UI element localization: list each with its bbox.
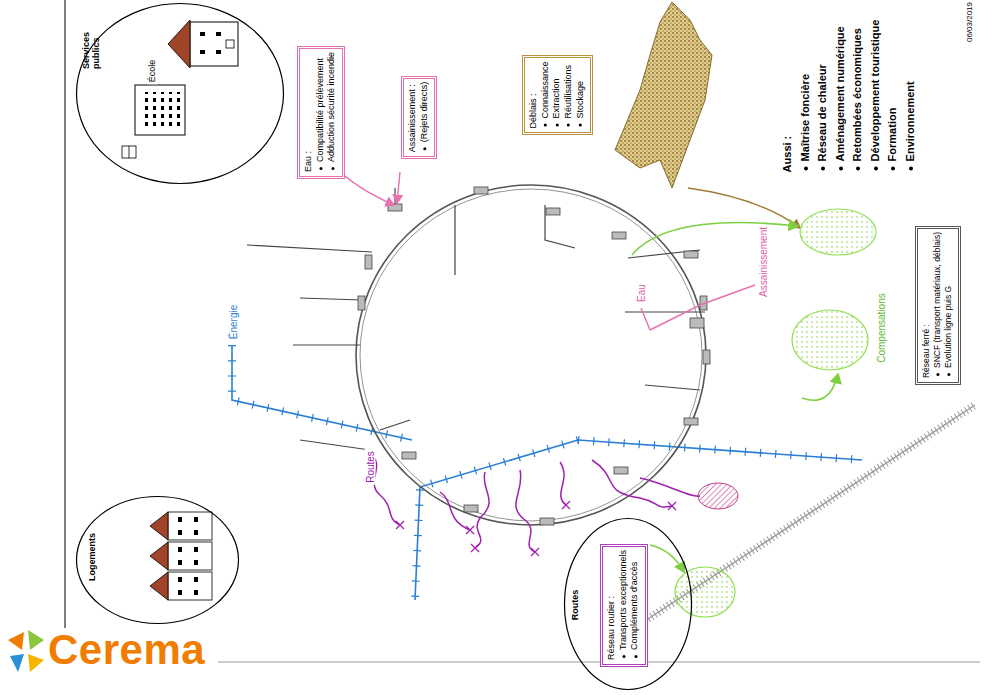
list-item: Extraction bbox=[551, 61, 563, 128]
date-stamp: 06/03/2019 bbox=[965, 0, 974, 44]
list-text: Adduction sécurité incendie bbox=[327, 52, 339, 162]
list-item: Développement touristique bbox=[867, 20, 885, 173]
group-title: Logements bbox=[87, 533, 97, 581]
text-rotator: Assainissement bbox=[758, 225, 769, 299]
text-rotator: 06/03/2019 bbox=[965, 0, 974, 44]
list-item: Transports exceptionnels bbox=[618, 550, 630, 660]
ellipse-outline bbox=[75, 2, 285, 185]
list-item: Connaissance bbox=[539, 61, 551, 128]
bullet-dot bbox=[839, 166, 843, 170]
list-item: Réseau de chaleur bbox=[814, 20, 832, 173]
bullet-dot bbox=[821, 166, 825, 170]
box-heading: Eau : bbox=[303, 52, 315, 172]
bullet-dot bbox=[891, 166, 895, 170]
theme-label: Eau bbox=[636, 282, 647, 304]
bullet-dot bbox=[948, 373, 951, 376]
text-rotator: Déblais :ConnaissanceExtractionRéutilisa… bbox=[528, 61, 586, 128]
list-text: Extraction bbox=[551, 78, 563, 118]
list-item: Stockage bbox=[575, 61, 587, 128]
box-heading: Assainissement : bbox=[407, 82, 419, 153]
bullet-dot bbox=[856, 166, 860, 170]
list-box: Réseau ferré :SNCF (transport matériaux,… bbox=[915, 226, 961, 385]
bullet-dot bbox=[622, 655, 625, 658]
list-item: Compléments d'accès bbox=[630, 550, 642, 660]
ellipse-group: Services publics bbox=[75, 2, 285, 185]
list-item: Réutilisations bbox=[563, 61, 575, 128]
text-rotator: Assainissement :(Rejets directs) bbox=[407, 82, 430, 153]
text-rotator: Services publics bbox=[81, 19, 102, 69]
list-item: Evolution ligne puis G bbox=[944, 232, 955, 378]
box-heading: Déblais : bbox=[528, 61, 540, 128]
list-text: SNCF (transport matériaux, déblais) bbox=[932, 232, 943, 368]
bullet-dot bbox=[937, 373, 940, 376]
list-text: Formation bbox=[884, 108, 902, 162]
text-rotator: Routes bbox=[365, 449, 376, 485]
list-text: Compatibilité prélèvement bbox=[315, 58, 327, 162]
list-text: Développement touristique bbox=[867, 20, 885, 162]
list-text: Aménagement numérique bbox=[832, 26, 850, 161]
ellipse-group: Logements bbox=[75, 495, 240, 625]
bullet-dot bbox=[804, 166, 808, 170]
list-text: Compléments d'accès bbox=[630, 562, 642, 650]
bullet-dot bbox=[319, 167, 322, 170]
list-text: Evolution ligne puis G bbox=[944, 286, 955, 368]
group-title: Services publics bbox=[81, 19, 102, 69]
list-item: Maîtrise foncière bbox=[797, 20, 815, 173]
list-item: Aménagement numérique bbox=[832, 20, 850, 173]
list-box: Déblais :ConnaissanceExtractionRéutilisa… bbox=[522, 55, 593, 135]
list-item: Environnement bbox=[902, 20, 920, 173]
box-heading: Réseau ferré : bbox=[921, 232, 932, 378]
text-rotator: Énergie bbox=[228, 303, 239, 341]
theme-label: Routes bbox=[365, 449, 376, 485]
text-rotator: Réseau ferré :SNCF (transport matériaux,… bbox=[921, 232, 954, 378]
list-text: Transports exceptionnels bbox=[618, 550, 630, 650]
list-item: (Rejets directs) bbox=[419, 82, 431, 153]
bullet-dot bbox=[909, 166, 913, 170]
list-box: Assainissement :(Rejets directs) bbox=[401, 76, 437, 159]
ellipse-group: Routes Réseau routier :Transports excepti… bbox=[563, 517, 693, 691]
text-rotator: Eau :Compatibilité prélèvementAdduction … bbox=[303, 52, 338, 172]
theme-label: Compensations bbox=[876, 291, 887, 364]
list-text: Maîtrise foncière bbox=[797, 74, 815, 161]
text-rotator: Routes bbox=[570, 590, 580, 621]
list-text: Stockage bbox=[575, 81, 587, 119]
list-box: Eau :Compatibilité prélèvementAdduction … bbox=[297, 46, 345, 179]
text-rotator: Logements bbox=[87, 533, 97, 581]
bullet-dot bbox=[634, 655, 637, 658]
list-text: Environnement bbox=[902, 81, 920, 161]
building-label: École bbox=[147, 58, 157, 85]
text-rotator: Eau bbox=[636, 282, 647, 304]
theme-label: Énergie bbox=[228, 303, 239, 341]
text-rotator: Compensations bbox=[876, 291, 887, 364]
list-text: Réseau de chaleur bbox=[814, 64, 832, 161]
list-text: Retombées économiques bbox=[849, 28, 867, 161]
bullet-dot bbox=[874, 166, 878, 170]
list-item: Retombées économiques bbox=[849, 20, 867, 173]
text-rotator: Aussi :Maîtrise foncièreRéseau de chaleu… bbox=[779, 20, 919, 173]
list-heading: Aussi : bbox=[779, 20, 797, 173]
list-text: Connaissance bbox=[539, 61, 551, 118]
bullet-dot bbox=[579, 124, 582, 127]
bullet-dot bbox=[555, 124, 558, 127]
ellipse-outline bbox=[75, 495, 240, 625]
group-title: Routes bbox=[570, 590, 580, 621]
theme-label: Assainissement bbox=[758, 225, 769, 299]
list-item: SNCF (transport matériaux, déblais) bbox=[932, 232, 943, 378]
list-item: Compatibilité prélèvement bbox=[315, 52, 327, 172]
list-text: (Rejets directs) bbox=[419, 82, 431, 143]
text-rotator: École bbox=[147, 58, 157, 85]
list-item: Formation bbox=[884, 20, 902, 173]
box-heading: Réseau routier : bbox=[606, 550, 618, 660]
list-box: Réseau routier :Transports exceptionnels… bbox=[600, 544, 648, 667]
bullet-dot bbox=[544, 124, 547, 127]
list-item: Adduction sécurité incendie bbox=[327, 52, 339, 172]
list-text: Réutilisations bbox=[563, 65, 575, 119]
text-rotator: Réseau routier :Transports exceptionnels… bbox=[606, 550, 641, 660]
bullet-dot bbox=[567, 124, 570, 127]
logo-text: Cerema bbox=[48, 626, 205, 674]
bullet-dot bbox=[331, 167, 334, 170]
bullet-dot bbox=[423, 147, 426, 150]
